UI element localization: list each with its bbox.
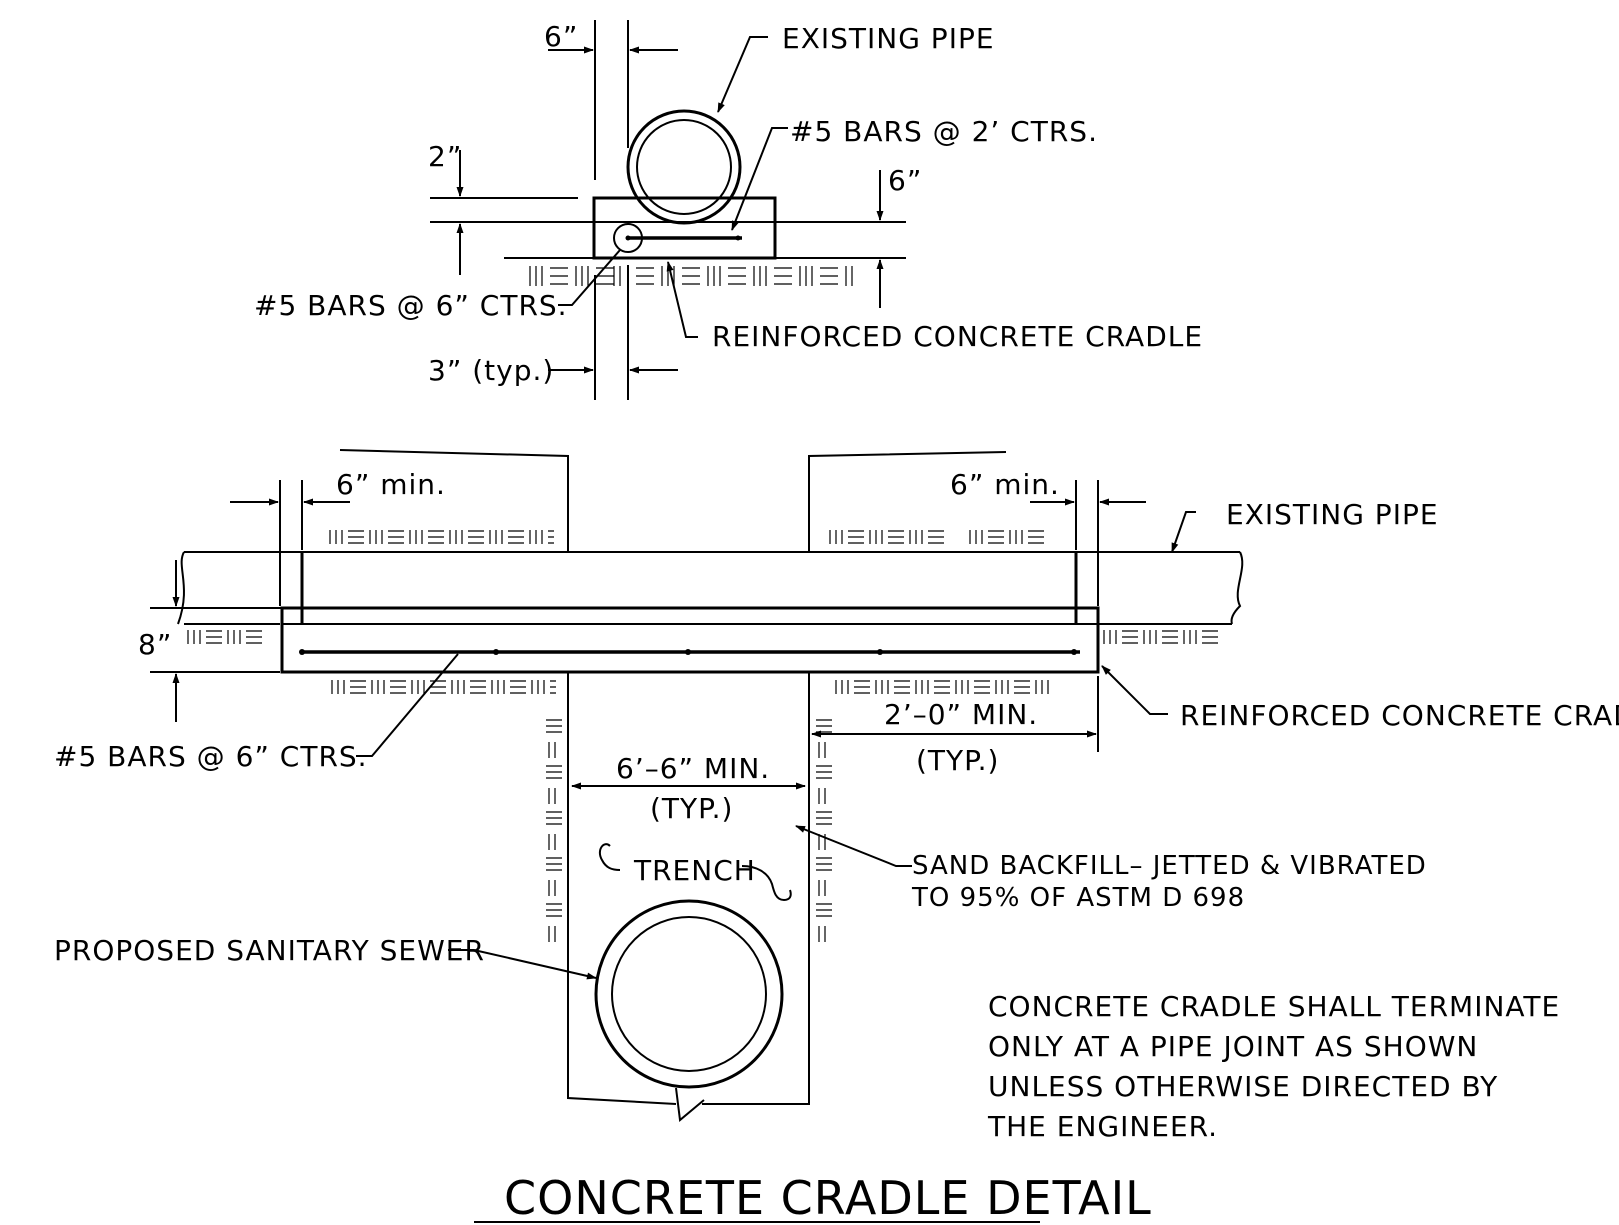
profile-view: 6” min. 6” min. EXISTING PIPE 8” REINFOR… [54, 449, 1619, 1122]
cradle-note: CONCRETE CRADLE SHALL TERMINATE ONLY AT … [987, 990, 1560, 1143]
title-text: CONCRETE CRADLE DETAIL [504, 1171, 1152, 1225]
section-cradle-label: REINFORCED CONCRETE CRADLE [712, 320, 1203, 353]
section-view: EXISTING PIPE #5 BARS @ 2’ CTRS. #5 BARS… [254, 20, 1203, 400]
cradle-section-block [592, 196, 777, 260]
bottom-bar-callout-circle [613, 223, 643, 253]
profile-dim-trench-width-typ: (TYP.) [650, 792, 733, 825]
soil-hatch-profile [187, 530, 1218, 942]
trench-left-wall [567, 672, 677, 1105]
excavation-left [339, 449, 569, 552]
section-dim-side-clearance: 6” [544, 20, 578, 53]
profile-bars-label: #5 BARS @ 6” CTRS. [54, 740, 368, 773]
section-dim-top-cover: 2” [428, 140, 462, 173]
section-dim-thickness: 6” [888, 164, 922, 197]
cradle-profile-block [280, 606, 1100, 674]
backfill-label-line1: SAND BACKFILL– JETTED & VIBRATED [912, 851, 1427, 881]
proposed-sewer-pipe [594, 899, 784, 1122]
soil-hatch-section [529, 266, 853, 286]
section-existing-pipe-label: EXISTING PIPE [782, 22, 995, 55]
excavation-right [808, 451, 1007, 552]
backfill-label-line2: TO 95% OF ASTM D 698 [911, 883, 1245, 913]
profile-dim-trench-width: 6’–6” MIN. [616, 752, 770, 785]
section-dim-edge-typ: 3” (typ.) [428, 354, 554, 387]
trench-right-wall [702, 672, 810, 1105]
profile-dim-extension-typ: (TYP.) [916, 744, 999, 777]
section-bottom-bars-label: #5 BARS @ 6” CTRS. [254, 289, 568, 322]
profile-dim-depth: 8” [138, 628, 172, 661]
rebar-dots [299, 649, 1077, 655]
note-line-3: UNLESS OTHERWISE DIRECTED BY [988, 1070, 1498, 1103]
note-line-1: CONCRETE CRADLE SHALL TERMINATE [988, 990, 1560, 1023]
drawing-title: CONCRETE CRADLE DETAIL [474, 1171, 1152, 1225]
existing-pipe-section [626, 109, 742, 225]
existing-pipe-profile [177, 551, 1244, 625]
profile-dim-right-min: 6” min. [950, 468, 1060, 501]
profile-existing-pipe-label: EXISTING PIPE [1226, 498, 1439, 531]
note-line-4: THE ENGINEER. [987, 1110, 1218, 1143]
note-line-2: ONLY AT A PIPE JOINT AS SHOWN [988, 1030, 1478, 1063]
proposed-sewer-label: PROPOSED SANITARY SEWER [54, 934, 485, 967]
trench-label: TRENCH [633, 854, 756, 887]
profile-cradle-label: REINFORCED CONCRETE CRADLE [1180, 699, 1619, 732]
profile-dim-left-min: 6” min. [336, 468, 446, 501]
profile-dim-extension: 2’–0” MIN. [884, 698, 1038, 731]
section-top-bars-label: #5 BARS @ 2’ CTRS. [790, 115, 1098, 148]
